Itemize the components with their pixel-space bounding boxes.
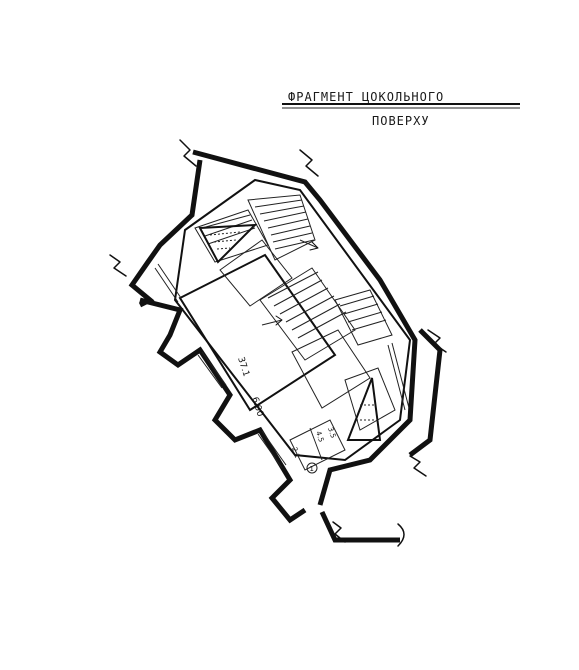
window-details — [154, 263, 410, 469]
small-room-upper — [219, 239, 293, 307]
building-plan: 37.1 6.00 2.1 4.5 3.5 1 — [109, 139, 447, 547]
stair-top — [194, 194, 316, 263]
door-arrows — [261, 239, 319, 326]
plan-title: ФРАГМЕНТ ЦОКОЛЬНОГО — [288, 90, 444, 104]
hatched-triangle-bottom — [346, 377, 382, 441]
hatched-triangle-top — [198, 223, 258, 264]
lower-room — [291, 329, 371, 409]
lower-stair-area — [344, 367, 396, 431]
outer-wall-front — [139, 297, 307, 524]
partition — [309, 427, 323, 461]
wall-break-marks — [109, 139, 447, 547]
plan-subtitle: ПОВЕРХУ — [372, 114, 430, 128]
cut-mark-label: 1 — [310, 465, 314, 473]
small-room-a-label: 2.1 — [290, 446, 301, 459]
small-room-b-label: 4.5 — [314, 430, 325, 443]
outer-wall-left — [128, 159, 203, 308]
room-height-label: 6.00 — [249, 396, 265, 418]
room-area-label: 37.1 — [235, 356, 251, 378]
main-hall — [178, 253, 337, 412]
stair-middle — [259, 267, 393, 361]
small-room-lower — [289, 419, 346, 471]
outer-wall-bottom — [319, 510, 400, 543]
interior-outline — [173, 178, 412, 462]
outer-wall-top — [192, 149, 418, 506]
outer-wall-right — [408, 328, 443, 457]
title-block: ФРАГМЕНТ ЦОКОЛЬНОГО ПОВЕРХУ — [282, 90, 520, 128]
circled-mark: 1 — [306, 462, 318, 474]
small-room-c-label: 3.5 — [326, 426, 337, 439]
